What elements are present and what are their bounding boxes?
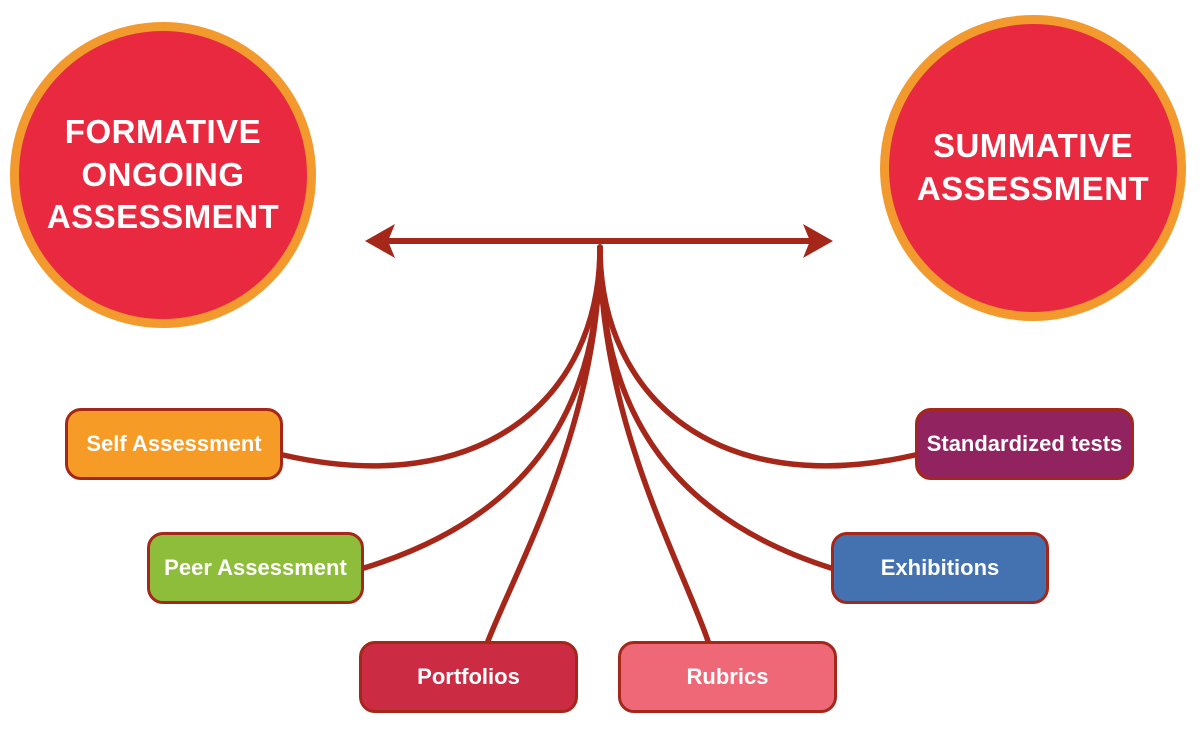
branch-peer-assessment — [361, 244, 603, 571]
summative-circle: SUMMATIVE ASSESSMENT — [880, 15, 1186, 321]
double-arrow — [365, 224, 833, 258]
branch-self-assessment — [280, 244, 603, 469]
standardized-tests-box: Standardized tests — [915, 408, 1134, 480]
left-arrowhead — [365, 224, 395, 258]
branch-standardized-tests — [597, 244, 918, 469]
rubrics-box: Rubrics — [618, 641, 837, 713]
branch-exhibitions — [597, 244, 834, 571]
self-assessment-box: Self Assessment — [65, 408, 283, 480]
formative-circle: FORMATIVE ONGOING ASSESSMENT — [10, 22, 316, 328]
portfolios-box: Portfolios — [359, 641, 578, 713]
right-arrowhead — [803, 224, 833, 258]
branch-portfolios — [485, 244, 603, 644]
peer-assessment-box: Peer Assessment — [147, 532, 364, 604]
exhibitions-box: Exhibitions — [831, 532, 1049, 604]
